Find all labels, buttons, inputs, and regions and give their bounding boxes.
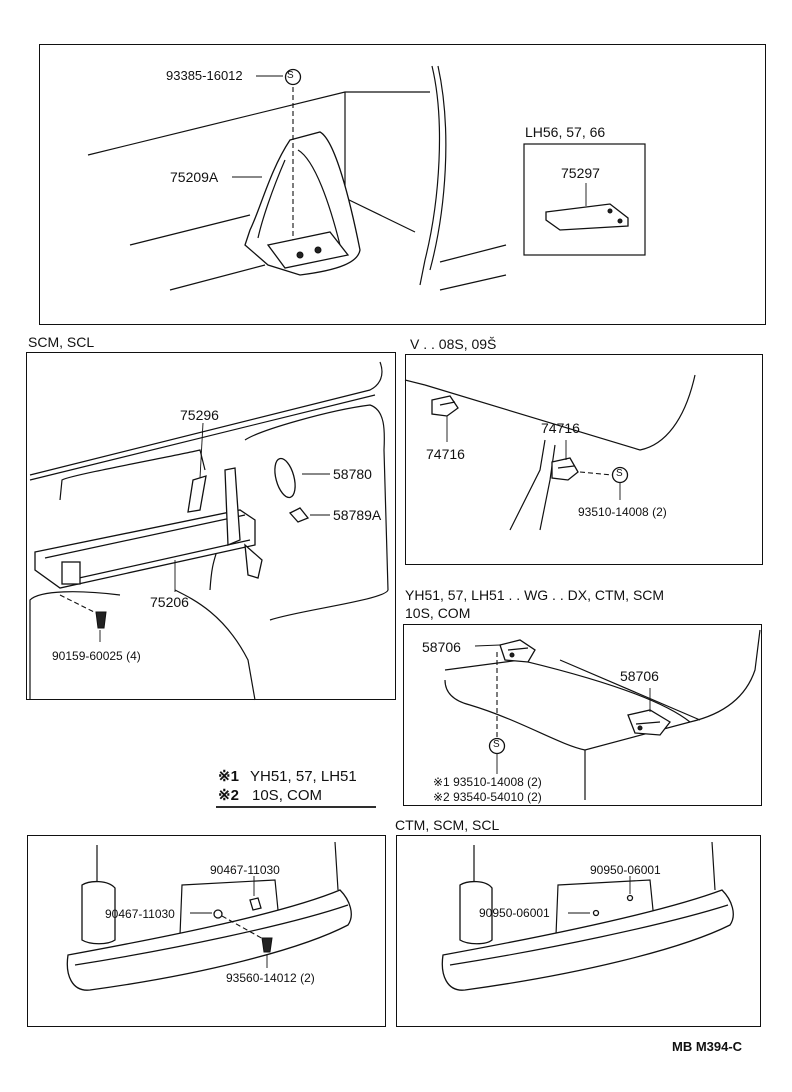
note1-text: YH51, 57, LH51: [250, 768, 357, 785]
label-58706-a: 58706: [422, 639, 461, 655]
label-93510-14008: 93510-14008 (2): [578, 505, 667, 519]
top-panel-drawing: [87, 65, 646, 291]
panel-yh: [403, 624, 762, 806]
panel-bottom-right: [396, 835, 761, 1027]
label-58789a: 58789A: [333, 507, 382, 523]
panel-title-yh-1: YH51, 57, LH51 . . WG . . DX, CTM, SCM: [405, 587, 665, 603]
label-carrier-75209a: 75209A: [170, 169, 219, 185]
bottom-left-drawing: [66, 841, 352, 991]
label-bracket-75297: 75297: [561, 165, 600, 181]
panel-title-v: V . . 08S, 09S̆: [410, 336, 497, 352]
panel-title-yh-2: 10S, COM: [405, 605, 471, 621]
label-75206: 75206: [150, 594, 189, 610]
note1-mark: ※1: [218, 768, 239, 785]
label-58706-b: 58706: [620, 668, 659, 684]
label-90950-06001-b: 90950-06001: [479, 906, 550, 920]
v-panel-drawing: [404, 374, 696, 531]
label-58780: 58780: [333, 466, 372, 482]
footer-code: MB M394-C: [672, 1039, 743, 1054]
label-74716-a: 74716: [426, 446, 465, 462]
label-screw-93385: 93385-16012: [166, 68, 243, 83]
label-variant-lh56: LH56, 57, 66: [525, 124, 606, 140]
label-90159-60025: 90159-60025 (4): [52, 649, 141, 663]
label-90950-06001-a: 90950-06001: [590, 863, 661, 877]
scm-panel-drawing: [29, 361, 389, 701]
yh-panel-drawing: [444, 629, 761, 800]
panel-v: [405, 354, 763, 565]
screw-symbol-icon: S: [616, 468, 623, 479]
panel-title-ctm: CTM, SCM, SCL: [395, 817, 500, 833]
bottom-right-drawing: [441, 841, 734, 991]
label-74716-b: 74716: [541, 420, 580, 436]
label-note1-screw: ※1 93510-14008 (2): [433, 775, 542, 789]
panel-title-scm-scl: SCM, SCL: [28, 334, 95, 350]
screw-symbol-icon: S: [493, 739, 500, 750]
label-90467-11030-a: 90467-11030: [210, 863, 280, 877]
screw-symbol-icon: S: [287, 70, 294, 81]
note2-mark: ※2: [218, 787, 239, 804]
panel-scm-scl: [26, 352, 396, 700]
label-93560-14012: 93560-14012 (2): [226, 971, 315, 985]
label-note2-screw: ※2 93540-54010 (2): [433, 790, 542, 804]
label-75296: 75296: [180, 407, 219, 423]
note2-text: 10S, COM: [252, 787, 323, 804]
label-90467-11030-b: 90467-11030: [105, 907, 175, 921]
panel-bottom-left: [27, 835, 386, 1027]
